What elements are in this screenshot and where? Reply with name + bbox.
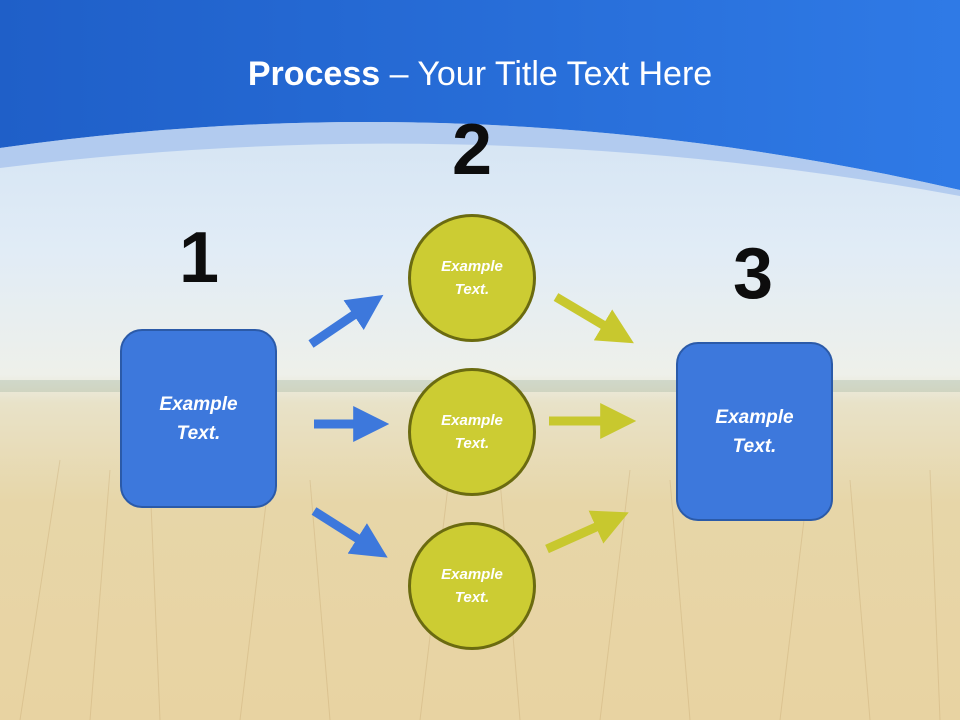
process-circle-middle: Example Text.	[408, 368, 536, 496]
process-circle-middle-text: Example Text.	[441, 412, 503, 452]
process-box-right: Example Text.	[676, 342, 833, 521]
arrow-yellow-up	[545, 510, 629, 554]
title-rest: – Your Title Text Here	[380, 55, 713, 93]
arrow-blue-down	[311, 507, 388, 558]
process-box-right-text: Example Text.	[715, 406, 794, 457]
title-bold: Process	[247, 55, 381, 93]
process-box-left: Example Text.	[120, 329, 277, 508]
step-number-2: 2	[451, 110, 493, 190]
process-circle-top-text: Example Text.	[441, 258, 503, 298]
process-circle-top: Example Text.	[408, 214, 536, 342]
slide-title: Process – Your Title Text Here	[0, 52, 960, 96]
arrow-blue-up	[308, 294, 384, 348]
step-number-3: 3	[732, 234, 774, 314]
arrow-yellow-down	[553, 293, 634, 344]
process-circle-bottom-text: Example Text.	[441, 566, 503, 606]
process-box-left-text: Example Text.	[159, 393, 238, 444]
process-circle-bottom: Example Text.	[408, 522, 536, 650]
step-number-1: 1	[178, 218, 220, 298]
